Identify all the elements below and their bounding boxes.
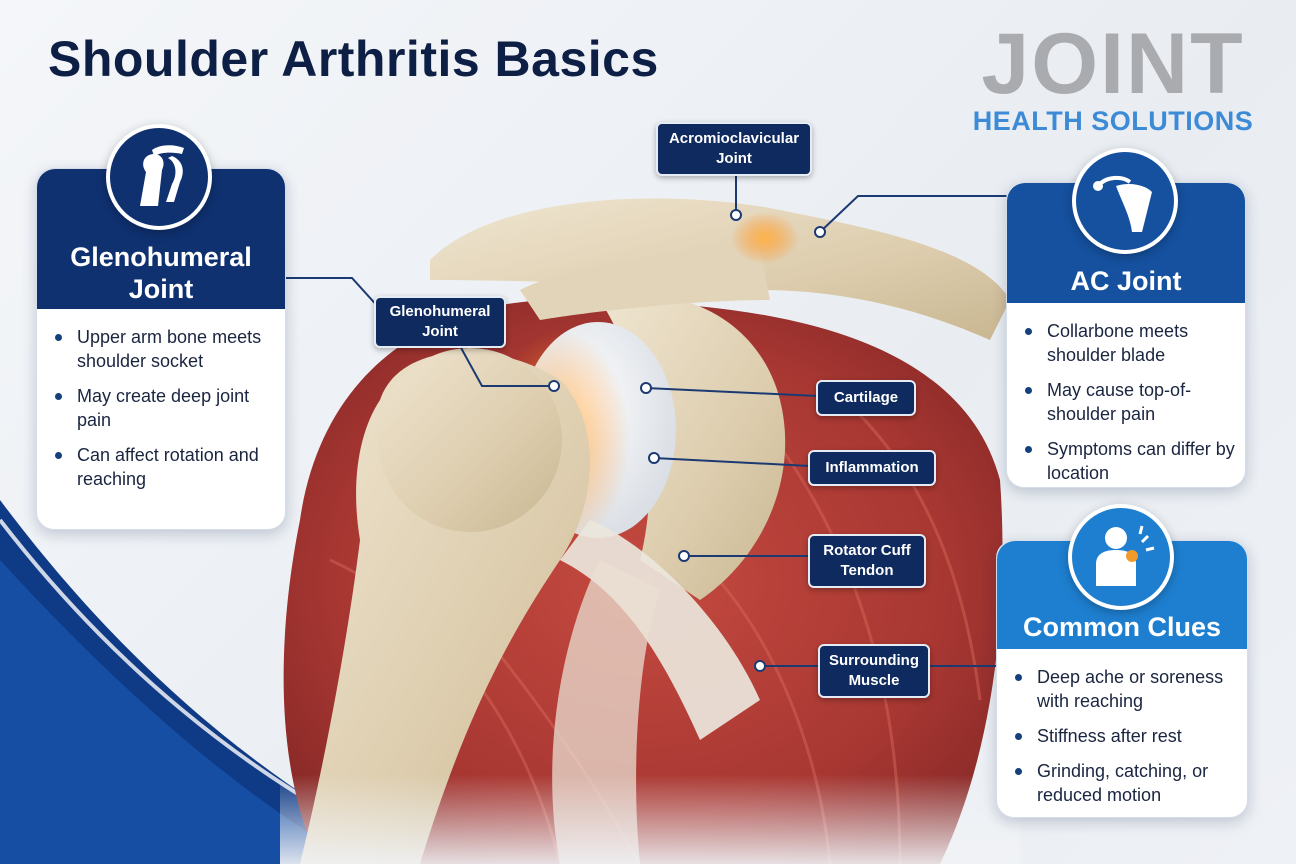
- common-clues-list: Deep ache or soreness with reaching Stif…: [1015, 665, 1239, 818]
- list-item: Symptoms can differ by location: [1025, 437, 1237, 485]
- list-item: May cause top-of-shoulder pain: [1025, 378, 1237, 426]
- person-shoulder-pain-icon: [1068, 504, 1174, 610]
- list-item: Stiffness after rest: [1015, 724, 1239, 748]
- connector-inflammation: [653, 457, 811, 467]
- acromion-bone: [520, 250, 770, 320]
- connector-cartilage: [645, 387, 819, 397]
- glenohumeral-card-title: Glenohumeral Joint: [70, 242, 252, 304]
- logo-word: JOINT: [981, 16, 1245, 112]
- blue-corner-swoosh-light: [0, 560, 360, 864]
- list-item: Deep ache or soreness with reaching: [1015, 665, 1239, 713]
- list-item: Can affect rotation and reaching: [55, 443, 275, 491]
- callout-cartilage: Cartilage: [816, 380, 916, 416]
- shoulder-joint-icon: [106, 124, 212, 230]
- callout-rotator-cuff: Rotator Cuff Tendon: [808, 534, 926, 588]
- callout-inflammation: Inflammation: [808, 450, 936, 486]
- connector-glenohumeral-label: [459, 345, 554, 387]
- list-item: Grinding, catching, or reduced motion: [1015, 759, 1239, 807]
- callout-surrounding-muscle: Surrounding Muscle: [818, 644, 930, 698]
- common-clues-card-title: Common Clues: [1022, 612, 1222, 642]
- ac-joint-list: Collarbone meets shoulder blade May caus…: [1025, 319, 1237, 496]
- logo-subtitle: HEALTH SOLUTIONS: [972, 106, 1254, 136]
- ac-joint-card-title: AC Joint: [1070, 266, 1182, 296]
- list-item: May create deep joint pain: [55, 384, 275, 432]
- callout-glenohumeral: Glenohumeral Joint: [374, 296, 506, 348]
- glenohumeral-list: Upper arm bone meets shoulder socket May…: [55, 325, 275, 502]
- list-item: Collarbone meets shoulder blade: [1025, 319, 1237, 367]
- brand-logo: JOINT HEALTH SOLUTIONS: [968, 18, 1258, 138]
- list-item: Upper arm bone meets shoulder socket: [55, 325, 275, 373]
- ac-joint-inflammation: [731, 212, 799, 264]
- shoulder-blade-icon: [1072, 148, 1178, 254]
- callout-acromioclavicular: Acromioclavicular Joint: [656, 122, 812, 176]
- connector-ac-card: [819, 195, 1008, 233]
- page-title: Shoulder Arthritis Basics: [48, 31, 659, 87]
